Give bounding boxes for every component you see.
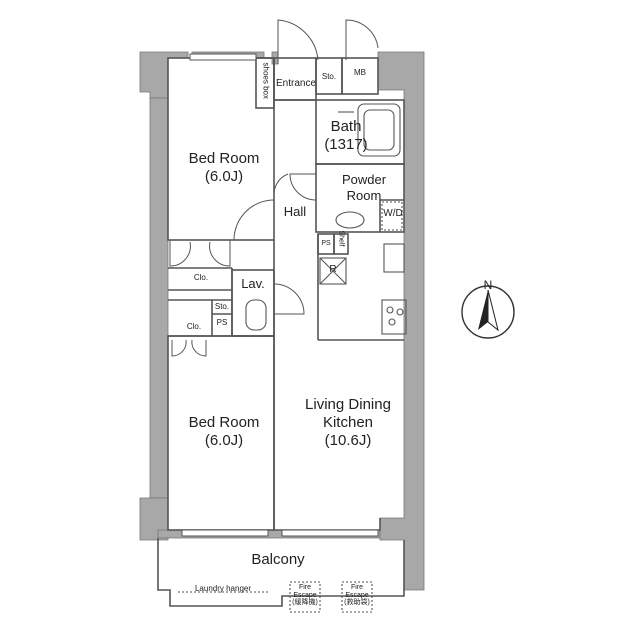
entrance-label: Entrance <box>275 78 317 89</box>
bath-name: Bath <box>330 118 362 135</box>
ps-lav-label: PS <box>216 318 228 327</box>
fire-escape-2-line2: Escape <box>345 591 369 599</box>
fire-escape-2-label: Fire Escape (救助袋) <box>338 584 376 607</box>
interior-walls <box>157 57 405 607</box>
bedroom-bottom-label: Bed Room (6.0J) <box>178 414 270 450</box>
clo-top-label: Clo. <box>193 273 209 282</box>
sto-lav-label: Sto. <box>214 302 230 311</box>
ps-kitchen-label: PS <box>321 240 331 247</box>
ldk-line1: Living Dining <box>305 396 391 413</box>
fire-escape-1-line3: (緩降機) <box>292 599 318 607</box>
windows <box>181 53 379 537</box>
lav-label: Lav. <box>241 276 265 291</box>
ldk-line2: Kitchen <box>322 414 374 431</box>
fixtures <box>178 103 407 613</box>
hall-label: Hall <box>283 204 307 219</box>
fire-escape-2-line1: Fire <box>350 584 364 591</box>
powder-line2: Room <box>346 187 382 203</box>
laundry-hanger-label: Laundry hanger <box>194 584 252 593</box>
ldk-size: (10.6J) <box>324 432 372 449</box>
sto-entrance-label: Sto. <box>321 72 337 81</box>
mb-label: MB <box>354 68 366 77</box>
doors <box>169 19 379 520</box>
fire-escape-1-line2: Escape <box>293 591 317 599</box>
bath-size: (1317) <box>324 136 368 153</box>
r-label: R <box>329 264 337 275</box>
shoes-box-label: shoes box <box>261 62 271 99</box>
clo-bottom-label: Clo. <box>186 322 202 331</box>
fire-escape-1-label: Fire Escape (緩降機) <box>286 584 324 607</box>
bedroom-top-label: Bed Room (6.0J) <box>180 150 268 186</box>
compass-icon <box>461 285 515 339</box>
shelf-label: Shelf <box>337 230 345 247</box>
compass-north-label: N <box>483 278 493 292</box>
bedroom-bottom-name: Bed Room <box>188 414 260 431</box>
structural-walls <box>139 51 425 591</box>
powder-room-label: Powder Room <box>330 172 398 203</box>
bath-label: Bath (1317) <box>318 118 374 154</box>
fire-escape-2-line3: (救助袋) <box>344 599 370 607</box>
powder-line1: Powder <box>341 172 387 187</box>
wd-label: W/D <box>383 208 403 219</box>
bedroom-top-name: Bed Room <box>188 150 260 167</box>
ldk-label: Living Dining Kitchen (10.6J) <box>290 396 406 450</box>
bedroom-top-size: (6.0J) <box>204 168 244 185</box>
fire-escape-1-line1: Fire <box>298 584 312 591</box>
balcony-label: Balcony <box>251 551 305 568</box>
bedroom-bottom-size: (6.0J) <box>204 432 244 449</box>
